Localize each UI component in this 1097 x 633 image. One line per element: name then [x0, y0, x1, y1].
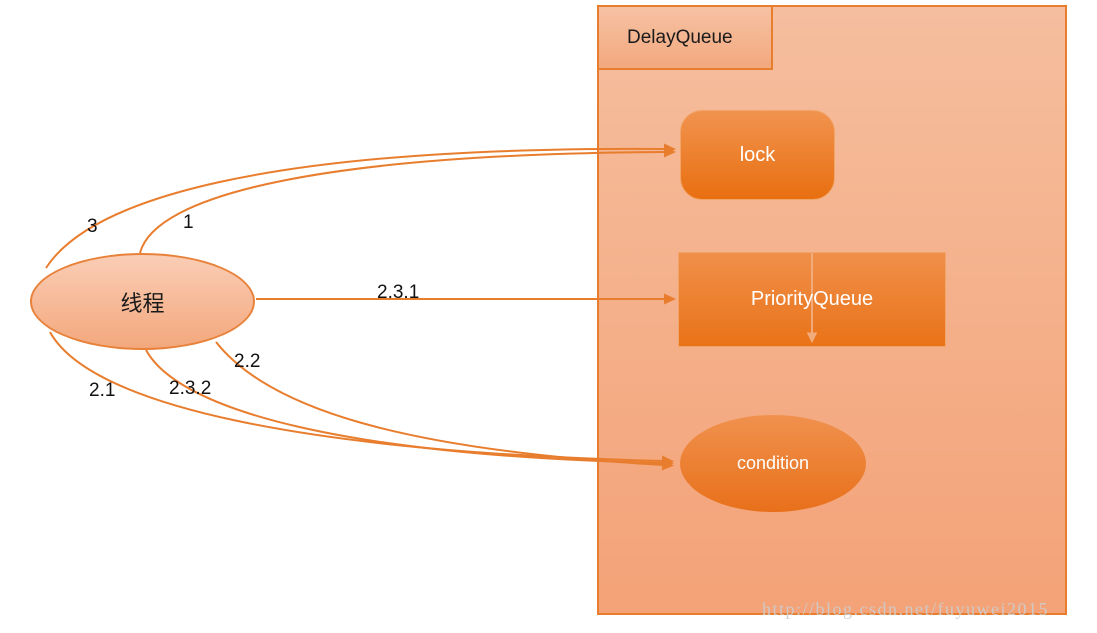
edge-2-1-line — [49, 331, 674, 467]
edge-1-line — [139, 146, 676, 254]
edge-label-2-1: 2.1 — [89, 380, 116, 401]
node-condition: condition — [680, 415, 866, 512]
delayqueue-title: DelayQueue — [627, 26, 733, 48]
node-lock-label: lock — [739, 143, 776, 166]
watermark-url: http://blog.csdn.net/fuyuwei2015 — [762, 599, 1049, 619]
priorityqueue-internal-down-arrow — [806, 253, 818, 344]
edge-label-2-2: 2.2 — [234, 351, 261, 372]
node-lock: lock — [680, 110, 835, 200]
node-priorityqueue: PriorityQueue — [678, 252, 946, 347]
edge-label-2-3-1: 2.3.1 — [377, 282, 420, 303]
node-condition-label: condition — [736, 453, 810, 473]
edge-3-line — [45, 143, 676, 269]
delayqueue-title-tab: DelayQueue — [597, 5, 773, 70]
edge-label-3: 3 — [87, 216, 98, 237]
edge-2-3-2-line — [145, 349, 674, 469]
node-thread: 线程 — [30, 253, 255, 350]
node-priorityqueue-label: PriorityQueue — [750, 288, 874, 310]
edge-label-2-3-2: 2.3.2 — [169, 378, 212, 399]
edge-label-1: 1 — [183, 212, 194, 233]
node-thread-label: 线程 — [120, 291, 165, 317]
